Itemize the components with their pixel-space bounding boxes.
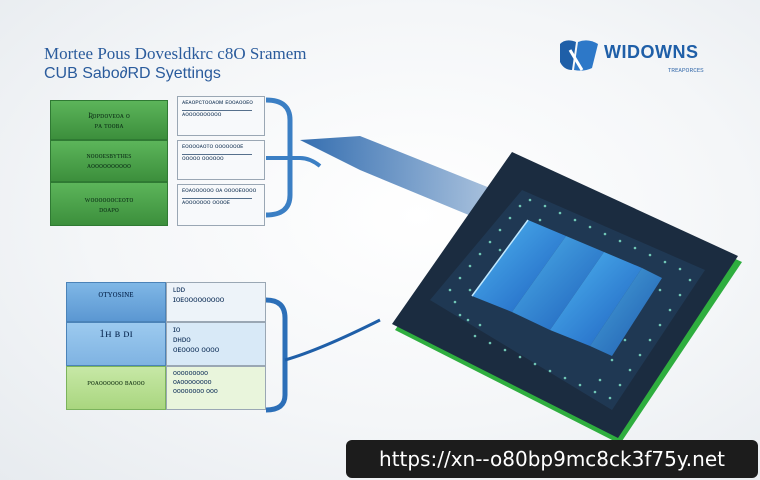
detail-box-2-line-1: ɪᴏ (173, 325, 181, 334)
detail-box-2-line-3: ᴏᴇᴏᴏᴏᴏ ᴏᴏᴏᴏ (173, 345, 220, 354)
connector-bracket-bottom (265, 297, 288, 413)
title-line-1: Mortee Pous Dovesldkrc c8O Sramem (44, 44, 307, 63)
detail-box-2: ɪᴏ ᴅʜᴅᴏ ᴏᴇᴏᴏᴏᴏ ᴏᴏᴏᴏ (166, 322, 266, 366)
detail-box-3-line-1: ᴏᴏᴏᴏᴏᴏᴏᴏᴏ (173, 370, 209, 377)
detail-box-2-line-2: ᴅʜᴅᴏ (173, 335, 191, 344)
green-box-4-label: ᴘᴏᴀᴏᴏᴏᴏᴏᴏ ʙᴀᴏᴏᴏ (87, 378, 145, 387)
connector-line-bottom (284, 318, 381, 362)
brand-tagline: ᴛʀᴇᴀᴘᴏʀᴄᴇs (668, 67, 704, 74)
info-box-1-line-1: ᴀᴇᴀᴏᴘᴄᴛᴏᴏᴀᴏᴍ ᴇᴏᴏᴀᴏᴏᴇᴏ (182, 99, 253, 106)
detail-box-1-line-2: ɪᴏᴇᴏᴏᴏᴏᴏᴏᴏᴏᴏ (173, 295, 225, 304)
page-title: Mortee Pous Dovesldkrc c8O Sramem CUB Sa… (44, 44, 307, 84)
info-box-2-line-2: ᴏᴏᴏᴏᴏ ᴏᴏᴏᴏᴏᴏ (182, 155, 224, 162)
green-box-4: ᴘᴏᴀᴏᴏᴏᴏᴏᴏ ʙᴀᴏᴏᴏ (66, 366, 166, 410)
brand-name: WIDOWNS (604, 42, 699, 62)
info-box-3: ᴇᴏᴀᴏᴏᴏᴏᴏᴏ ᴏᴀ ᴏᴏᴏᴏᴇᴏᴏᴏᴏ ᴀᴏᴏᴏᴏᴏᴏᴏ ᴏᴏᴏᴏᴇ (177, 184, 265, 226)
detail-box-1: ʟᴅᴅ ɪᴏᴇᴏᴏᴏᴏᴏᴏᴏᴏᴏ (166, 282, 266, 322)
info-box-2-line-1: ᴇᴏᴏᴏᴏᴀᴏᴛᴏ ᴏᴏᴏᴏᴏᴏᴏᴇ (182, 143, 244, 150)
green-box-3-line-2: ᴅᴏᴀᴘᴏ (99, 205, 119, 214)
green-box-2: ɴᴏᴏᴏᴇsʙʏᴛʜᴇs ᴀᴏᴏᴏᴏᴏᴏᴏᴏᴏᴏ (50, 140, 168, 182)
detail-box-3-line-2: ᴏᴀᴏᴏᴏᴏᴏᴏᴏᴏ (173, 379, 212, 386)
info-box-2: ᴇᴏᴏᴏᴏᴀᴏᴛᴏ ᴏᴏᴏᴏᴏᴏᴏᴇ ᴏᴏᴏᴏᴏ ᴏᴏᴏᴏᴏᴏ (177, 140, 265, 180)
cpu-chip (392, 152, 742, 444)
green-box-3: ᴡᴏᴏᴏᴏᴏᴏᴄᴇᴏᴛᴏ ᴅᴏᴀᴘᴏ (50, 182, 168, 226)
detail-box-3-line-3: ᴏᴏᴏᴏᴏᴏᴏᴏ ᴏᴏᴏ (173, 388, 218, 395)
info-box-3-line-2: ᴀᴏᴏᴏᴏᴏᴏᴏ ᴏᴏᴏᴏᴇ (182, 199, 230, 206)
green-box-1: Ʀᴏᴘᴅᴏᴠᴇᴏᴀ ᴏ ᴘᴀ ᴛᴏᴏʙᴀ (50, 100, 168, 140)
blue-box-1: ᴏᴛʏᴏsɪɴᴇ (66, 282, 166, 322)
connector-beam (300, 136, 520, 230)
green-box-1-line-1: Ʀᴏᴘᴅᴏᴠᴇᴏᴀ ᴏ (88, 111, 130, 120)
blue-box-1-label: ᴏᴛʏᴏsɪɴᴇ (98, 289, 134, 300)
watermark-url: https://xn--o80bp9mc8ck3f75y.net (346, 440, 758, 478)
detail-box-3: ᴏᴏᴏᴏᴏᴏᴏᴏᴏ ᴏᴀᴏᴏᴏᴏᴏᴏᴏᴏ ᴏᴏᴏᴏᴏᴏᴏᴏ ᴏᴏᴏ (166, 366, 266, 410)
green-box-2-line-2: ᴀᴏᴏᴏᴏᴏᴏᴏᴏᴏᴏ (86, 161, 132, 170)
windows-logo-icon (560, 40, 598, 71)
blue-box-2-label: 1ʜ ʙ ᴅɪ (99, 326, 133, 340)
title-line-2: CUB Sabo∂RD Syettings (44, 65, 221, 82)
info-box-1-line-2: ᴀᴏᴏᴏᴏᴏᴏᴏᴏᴏᴏ (182, 111, 222, 118)
detail-box-1-line-1: ʟᴅᴅ (173, 285, 186, 294)
green-box-2-line-1: ɴᴏᴏᴏᴇsʙʏᴛʜᴇs (86, 151, 132, 160)
info-box-3-line-1: ᴇᴏᴀᴏᴏᴏᴏᴏᴏ ᴏᴀ ᴏᴏᴏᴏᴇᴏᴏᴏᴏ (182, 187, 257, 194)
blue-box-2: 1ʜ ʙ ᴅɪ (66, 322, 166, 366)
info-box-1: ᴀᴇᴀᴏᴘᴄᴛᴏᴏᴀᴏᴍ ᴇᴏᴏᴀᴏᴏᴇᴏ ᴀᴏᴏᴏᴏᴏᴏᴏᴏᴏᴏ (177, 96, 265, 136)
green-box-3-line-1: ᴡᴏᴏᴏᴏᴏᴏᴄᴇᴏᴛᴏ (84, 195, 134, 204)
connector-line-top (266, 156, 322, 168)
green-box-1-line-2: ᴘᴀ ᴛᴏᴏʙᴀ (94, 121, 124, 130)
